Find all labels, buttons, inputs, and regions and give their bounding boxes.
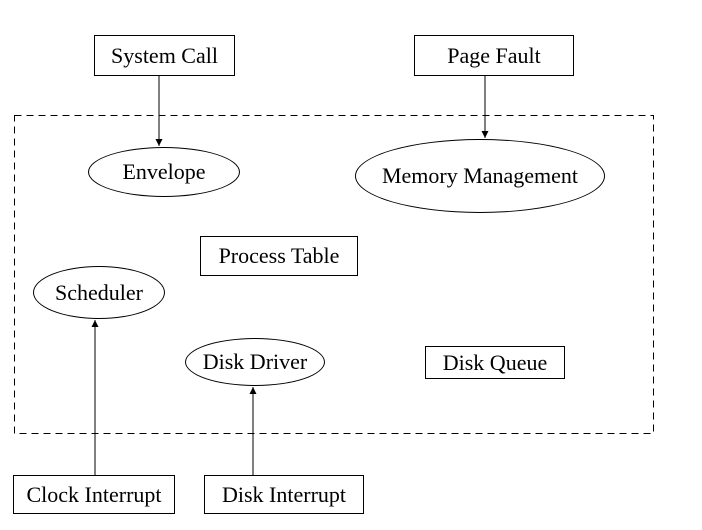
node-disk-driver: Disk Driver (185, 338, 325, 386)
node-envelope-label: Envelope (122, 159, 206, 184)
kernel-boundary-dashed-rect (14, 115, 654, 434)
node-page-fault-label: Page Fault (447, 42, 541, 68)
node-disk-interrupt-label: Disk Interrupt (221, 481, 347, 507)
node-disk-queue: Disk Queue (425, 346, 565, 379)
node-clock-interrupt: Clock Interrupt (13, 475, 175, 514)
node-process-table-label: Process Table (218, 243, 340, 268)
node-clock-interrupt-label: Clock Interrupt (26, 481, 162, 507)
node-disk-interrupt: Disk Interrupt (204, 475, 364, 514)
node-memory-management-label: Memory Management (381, 163, 579, 188)
node-scheduler: Scheduler (33, 266, 165, 319)
node-system-call-label: System Call (111, 42, 218, 68)
node-page-fault: Page Fault (414, 35, 574, 76)
node-system-call: System Call (94, 35, 235, 76)
node-memory-management: Memory Management (355, 139, 605, 213)
node-disk-queue-label: Disk Queue (442, 349, 548, 375)
node-process-table: Process Table (200, 236, 358, 276)
node-disk-driver-label: Disk Driver (202, 349, 308, 374)
node-scheduler-label: Scheduler (55, 279, 143, 305)
node-envelope: Envelope (88, 147, 240, 197)
